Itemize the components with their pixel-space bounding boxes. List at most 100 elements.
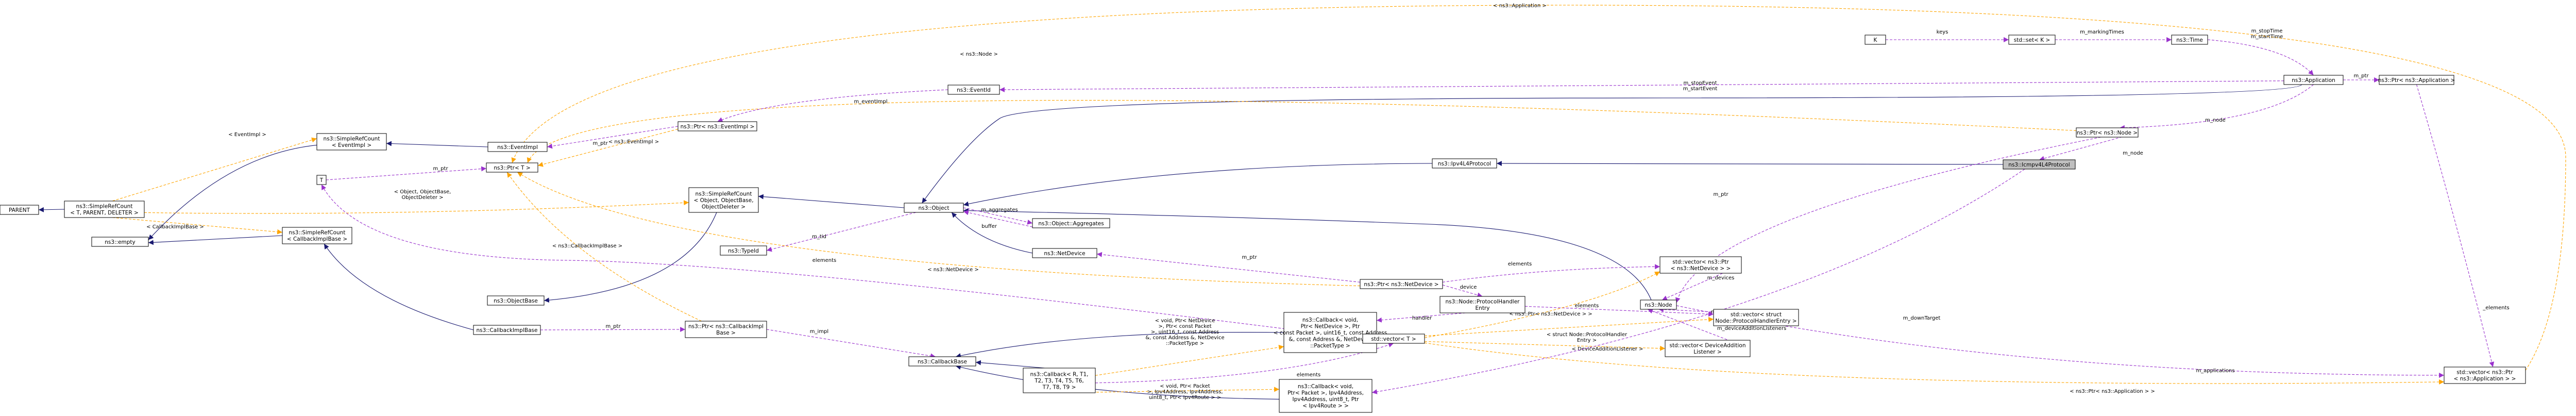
edge-label: ObjectDeleter >: [401, 195, 443, 201]
edge-label: m_ptr: [2353, 73, 2369, 79]
edge-tmpl-cb-ipv4: < void, Ptr< Packet>, Ipv4Address, Ipv4A…: [1059, 384, 1280, 401]
class-node-objectbase[interactable]: ns3::ObjectBase: [487, 295, 545, 306]
class-node-src-generic[interactable]: ns3::SimpleRefCount< T, PARENT, DELETER …: [64, 201, 145, 218]
class-node-ptr-eventimpl[interactable]: ns3::Ptr< ns3::EventImpl >: [677, 121, 757, 131]
edge-tmpl-ptrnd-ptr: < ns3::Ptr< ns3::NetDevice > >: [1424, 271, 1660, 338]
class-node-ipv4l4[interactable]: ns3::Ipv4L4Protocol: [1432, 158, 1497, 169]
class-node-label: ns3::EventImpl: [497, 144, 538, 151]
class-node-label: ns3::NetDevice: [1044, 251, 1085, 257]
edge-label: < Object, ObjectBase,: [394, 189, 451, 195]
class-node-netdevice[interactable]: ns3::NetDevice: [1032, 248, 1097, 258]
class-node-cb-ipv4[interactable]: ns3::Callback< void,Ptr< Packet >, Ipv4A…: [1279, 379, 1372, 413]
edge-label: < ns3::Ptr< ns3::NetDevice > >: [1509, 311, 1592, 317]
edge-inh-empty-srcevent: [148, 144, 317, 240]
class-node-label: < Ipv4Route > >: [1302, 403, 1349, 409]
edge-label: < EventImpl >: [228, 132, 266, 138]
edge-inh-parent-generic: [38, 207, 65, 212]
edge-tmpl-event: < EventImpl >: [112, 132, 317, 202]
class-node-eventimpl[interactable]: ns3::EventImpl: [487, 142, 548, 152]
edge-label: m_markingTimes: [2080, 29, 2124, 35]
edge-label: m_ptr: [433, 166, 448, 172]
edge-label: < ns3::Ptr< ns3::Application > >: [2070, 389, 2155, 394]
edge-label: < ns3::Application >: [1493, 3, 1547, 9]
edge-inh-cbbase-cbgeneric: [975, 360, 1045, 369]
edge-label: m_startEvent: [1683, 86, 1718, 92]
class-node-set-k[interactable]: std::set< K >: [2008, 35, 2056, 45]
class-node-application[interactable]: ns3::Application: [2283, 75, 2344, 85]
class-node-cbbase[interactable]: ns3::CallbackBase: [908, 356, 976, 367]
class-node-src-event[interactable]: ns3::SimpleRefCount< EventImpl >: [316, 133, 387, 151]
class-node-ptr-node[interactable]: ns3::Ptr< ns3::Node >: [2076, 127, 2139, 138]
edge-label: >, Ptr< const Packet: [1158, 324, 1211, 329]
edge-label: >, Ipv4Address, Ipv4Address,: [1147, 389, 1223, 395]
edge-use-cbimpl-ptr: m_ptr: [540, 324, 686, 332]
class-node-label: < Object, ObjectBase,: [693, 197, 753, 204]
edge-tmpl-dal: < DeviceAdditionListener >: [1424, 341, 1666, 352]
class-node-typeid[interactable]: ns3::TypeId: [720, 245, 767, 256]
class-node-empty[interactable]: ns3::empty: [91, 237, 149, 247]
class-node-src-cb[interactable]: ns3::SimpleRefCount< CallbackImplBase >: [282, 227, 352, 244]
edge-use-buffer: buffer: [963, 210, 1033, 229]
class-node-cb-generic[interactable]: ns3::Callback< R, T1,T2, T3, T4, T5, T6,…: [1023, 368, 1096, 393]
class-node-vec-ptr-nd[interactable]: std::vector< ns3::Ptr< ns3::NetDevice > …: [1659, 256, 1742, 274]
class-node-node[interactable]: ns3::Node: [1640, 299, 1677, 310]
class-node-src-obj[interactable]: ns3::SimpleRefCount< Object, ObjectBase,…: [688, 187, 759, 213]
class-node-label: Listener >: [1693, 349, 1721, 355]
class-node-ptr-t[interactable]: ns3::Ptr< T >: [486, 162, 538, 173]
class-node-cb-pmh[interactable]: ns3::Callback< void,Ptr< NetDevice >, Pt…: [1274, 312, 1387, 353]
class-node-label: ns3::Callback< void,: [1298, 384, 1353, 390]
class-node-ptr-application[interactable]: ns3::Ptr< ns3::Application >: [2378, 75, 2455, 85]
edge-inh-objectbase-srcobj: [544, 212, 717, 303]
edge-label: m_node: [2123, 151, 2143, 156]
class-node-label: Ptr< Packet >, Ipv4Address,: [1287, 390, 1364, 396]
edge-label: m_deviceAdditionListeners: [1717, 326, 1786, 331]
edge-tmpl-cbimpl: < ns3::CallbackImplBase >: [506, 172, 702, 322]
class-node-label: ns3::Application: [2292, 77, 2335, 84]
edge-label: < void, Ptr< Packet: [1160, 384, 1210, 389]
edge-use-impl: m_impl: [766, 329, 936, 359]
edge-label: _elements: [2482, 305, 2509, 311]
edge-inh-object-app: [922, 84, 2302, 204]
edge-use-netdevice-ptr: m_ptr: [1096, 252, 1361, 282]
class-node-object[interactable]: ns3::Object: [904, 203, 964, 213]
class-node-time[interactable]: ns3::Time: [2171, 35, 2208, 45]
class-node-label: ns3::Node::ProtocolHandler: [1445, 299, 1520, 305]
class-node-aggregates[interactable]: ns3::Object::Aggregates: [1032, 218, 1110, 228]
class-node-vec-ptr-app[interactable]: std::vector< ns3::Ptr< ns3::Application …: [2444, 367, 2526, 384]
class-node-label: ns3::Ptr< ns3::NetDevice >: [1364, 281, 1438, 288]
class-node-vec-dal[interactable]: std::vector< DeviceAdditionListener >: [1665, 340, 1751, 357]
class-node-vec-pmh[interactable]: std::vector< structNode::ProtocolHandler…: [1713, 309, 1799, 326]
class-node-label: T2, T3, T4, T5, T6,: [1034, 378, 1084, 384]
class-node-label: ns3::EventId: [957, 87, 991, 93]
edge-label: < ns3::CallbackImplBase >: [552, 243, 622, 249]
class-node-label: ns3::Ptr< ns3::Application >: [2378, 77, 2455, 84]
edge-use-t-ptr: m_ptr: [326, 166, 487, 180]
edge-tmpl-cb-pmh: < void, Ptr< NetDevice>, Ptr< const Pack…: [1095, 318, 1284, 376]
edge-label: m_applications: [2196, 368, 2234, 374]
class-node-label: < ns3::NetDevice > >: [1671, 265, 1731, 272]
edge-label: m_stopEvent: [1684, 80, 1717, 86]
class-node-ptr-netdevice[interactable]: ns3::Ptr< ns3::NetDevice >: [1360, 279, 1443, 289]
class-node-vec-t[interactable]: std::vector< T >: [1362, 334, 1425, 344]
edge-label: elements: [1575, 303, 1599, 309]
class-node-label: < T, PARENT, DELETER >: [70, 210, 139, 216]
class-node-k[interactable]: K: [1865, 35, 1886, 45]
edge-label: uint8_t, Ptr< Ipv4Route > >: [1149, 395, 1221, 401]
class-node-parent[interactable]: PARENT: [0, 205, 39, 215]
class-node-label: Ptr< NetDevice >, Ptr: [1301, 323, 1361, 329]
edge-tmpl-obj: < Object, ObjectBase,ObjectDeleter >: [144, 189, 689, 214]
class-node-eventid[interactable]: ns3::EventId: [947, 85, 1000, 95]
class-node-icmp[interactable]: ns3::Icmpv4L4Protocol: [2003, 159, 2076, 170]
class-node-label: std::vector< struct: [1731, 312, 1782, 318]
edge-label: elements: [1297, 372, 1320, 378]
class-node-cbimplbase[interactable]: ns3::CallbackImplBase: [473, 325, 541, 335]
class-node-t[interactable]: T: [316, 175, 327, 185]
class-node-pmh-entry[interactable]: ns3::Node::ProtocolHandlerEntry: [1439, 296, 1526, 313]
edge-tmpl-node: < ns3::Node >: [527, 52, 2077, 163]
class-node-ptr-cbimpl[interactable]: ns3::Ptr< ns3::CallbackImplBase >: [685, 321, 767, 338]
edge-use-eventimpl-ptr: m_ptr: [547, 126, 679, 149]
edge-inh-srcobj-object: [758, 194, 905, 208]
